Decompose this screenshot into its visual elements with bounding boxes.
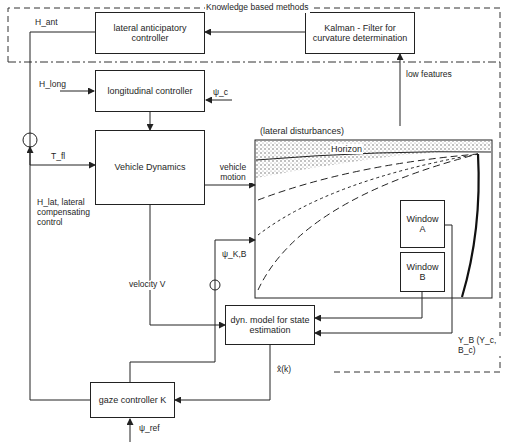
dynamics-box: Vehicle Dynamics [95,130,205,205]
signal-name: H_lat, lateral compensating control [36,198,93,227]
image-window: Window B [400,252,445,292]
signal-name: H_ant [34,18,59,28]
edge-label: vehicle motion [212,163,254,183]
signal-arrow [205,32,305,33]
edge-label: x̂(k) [276,365,292,375]
node-text: Window B [405,262,440,283]
signal-name: Y_B (Y_c, B_c) [457,336,505,356]
filter-box: Kalman - Filter for curvature determinat… [305,12,415,54]
node-text: Kalman - Filter for curvature determinat… [310,23,410,44]
node-text: longitudinal controller [107,86,192,96]
signal-name: ψ_c [212,88,229,98]
controller-box: longitudinal controller [95,70,205,112]
signal-wires [30,91,232,442]
image-window: Window A [400,200,445,248]
node-text: gaze controller K [99,395,167,405]
controller-box: gaze controller K [90,382,175,418]
road-image [255,140,492,298]
controller-box: lateral anticipatory controller [95,12,205,54]
signal-name: H_long [38,80,67,90]
signal-arrow [400,54,401,126]
signal-name: T_fl [50,152,66,162]
signal-arrow [150,112,151,130]
signal-name: ψ_K,B [221,250,248,260]
edge-label: low features [405,70,453,80]
node-text: Vehicle Dynamics [114,162,185,172]
camera-image: (lateral disturbances) HorizonWindow A Win… [255,126,492,298]
node-text: Horizon [330,144,363,154]
node-text: lateral anticipatory controller [100,23,200,44]
model-box: dyn. model for state estimation [225,305,315,345]
signal-arrow [175,345,270,400]
node-text: (lateral disturbances) [259,126,345,136]
signal-arrow [150,205,225,325]
signal-arrow [30,32,95,165]
band-title: Knowledge based methods [205,3,310,13]
signal-name: ψ_ref [138,424,161,434]
node-text: dyn. model for state estimation [230,315,310,336]
node-text: Window A [405,214,440,235]
edge-label: velocity V [128,280,166,290]
signal-arrow [315,292,422,318]
signal-arrow [205,185,255,186]
knowledge-frame [8,8,500,372]
